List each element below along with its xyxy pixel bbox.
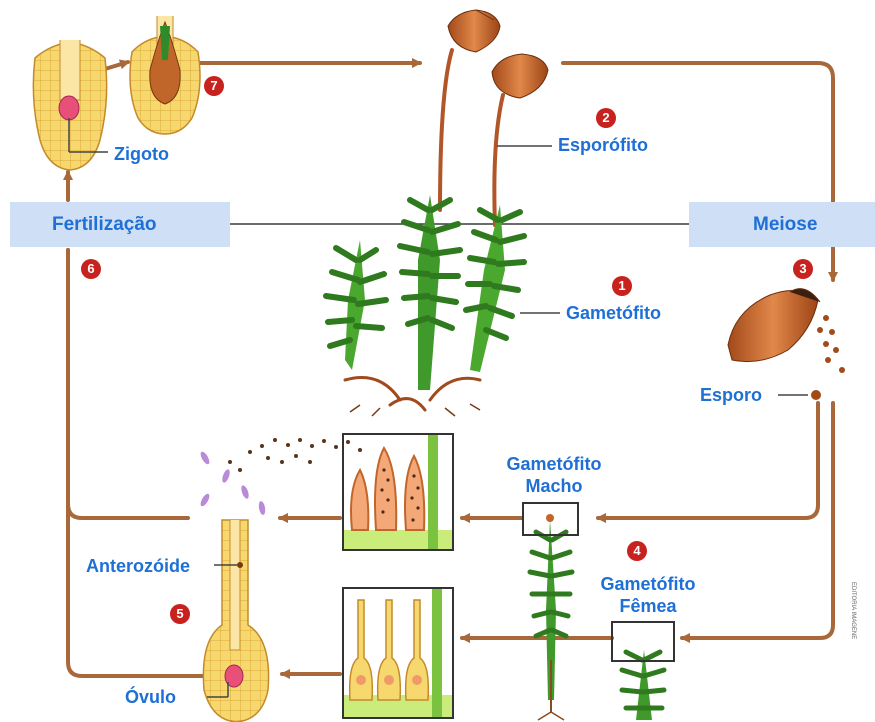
label-gametofito-femea: Gametófito Fêmea [588,573,708,617]
image-credit: EDITORIA IMAGENE [850,582,856,639]
label-gametofito-macho-line1: Gametófito [494,453,614,475]
step-badge-1: 1 [612,276,632,296]
label-anterozoide: Anterozóide [86,557,190,575]
label-zigoto: Zigoto [114,145,169,163]
archegonia-panel [343,588,453,718]
arrow-sporophyte-to-meiose [563,63,833,280]
zygote-archegonium [33,40,108,170]
archegonium-with-ovule [203,520,268,722]
step-badge-5: 5 [170,604,190,624]
label-meiose: Meiose [753,215,817,234]
step-badge-4: 4 [627,541,647,561]
male-gametophyte [523,503,578,720]
label-gametofito-macho-line2: Macho [494,475,614,497]
label-gametofito-macho: Gametófito Macho [494,453,614,497]
label-esporo: Esporo [700,386,762,404]
sporophyte-capsule-1 [448,10,500,52]
label-fertilizacao: Fertilização [52,215,157,234]
released-sperm-dots [228,438,362,472]
female-gametophyte [612,622,674,720]
label-esporofito: Esporófito [558,136,648,154]
sporophyte-capsule-2 [492,54,548,98]
swimming-sperm [199,450,266,515]
gametophyte-moss [326,195,524,416]
arrow-sperm-to-fertilization [68,250,188,518]
arrow-spore-to-male [598,403,818,518]
step-badge-7: 7 [204,76,224,96]
step-badge-3: 3 [793,259,813,279]
open-capsule [728,289,820,362]
step-badge-6: 6 [81,259,101,279]
cycle-arrows [68,62,833,676]
label-gametofito-femea-line1: Gametófito [588,573,708,595]
released-spores [811,315,845,400]
label-gametofito-femea-line2: Fêmea [588,595,708,617]
label-ovulo: Óvulo [125,688,176,706]
embryo-archegonium [130,16,200,134]
step-badge-2: 2 [596,108,616,128]
label-gametofito: Gametófito [566,304,661,322]
